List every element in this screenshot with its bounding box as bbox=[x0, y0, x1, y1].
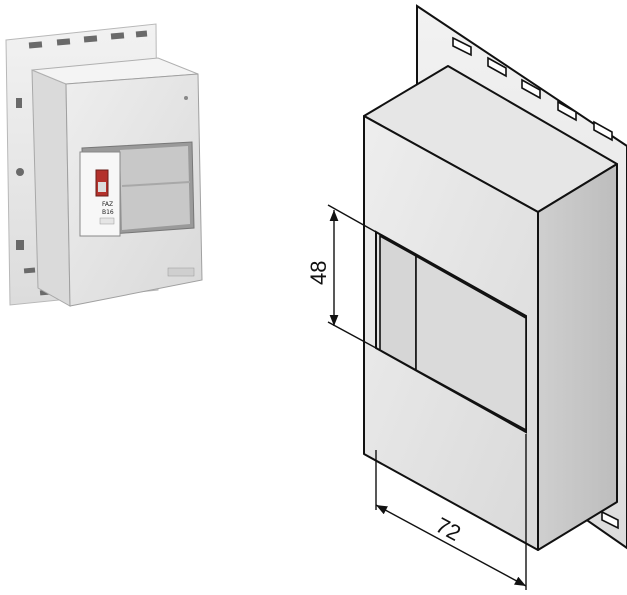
enclosure-drawing: 48 72 bbox=[306, 4, 627, 590]
breaker-brand-label: FAZ bbox=[102, 201, 113, 208]
drawing-plate-slots bbox=[452, 36, 619, 530]
photo-window-interior bbox=[120, 146, 190, 230]
photo-screw bbox=[184, 96, 188, 100]
dimension-height-label: 48 bbox=[306, 261, 331, 285]
drawing-window-back-panel bbox=[415, 254, 527, 432]
photo-rating-plate bbox=[167, 267, 195, 277]
drawing-box-side bbox=[537, 163, 618, 551]
drawing-window-recess bbox=[379, 234, 417, 372]
enclosure-photo: FAZ B16 bbox=[5, 23, 203, 307]
dimension-height: 48 bbox=[306, 204, 377, 349]
photo-plate-slots bbox=[16, 30, 148, 296]
photo-box-side bbox=[31, 69, 71, 307]
dimension-width-label: 72 bbox=[432, 512, 465, 546]
photo-circuit-breaker: FAZ B16 bbox=[79, 151, 121, 237]
dimension-width-line bbox=[375, 504, 527, 587]
breaker-rating-label: B16 bbox=[102, 209, 114, 216]
